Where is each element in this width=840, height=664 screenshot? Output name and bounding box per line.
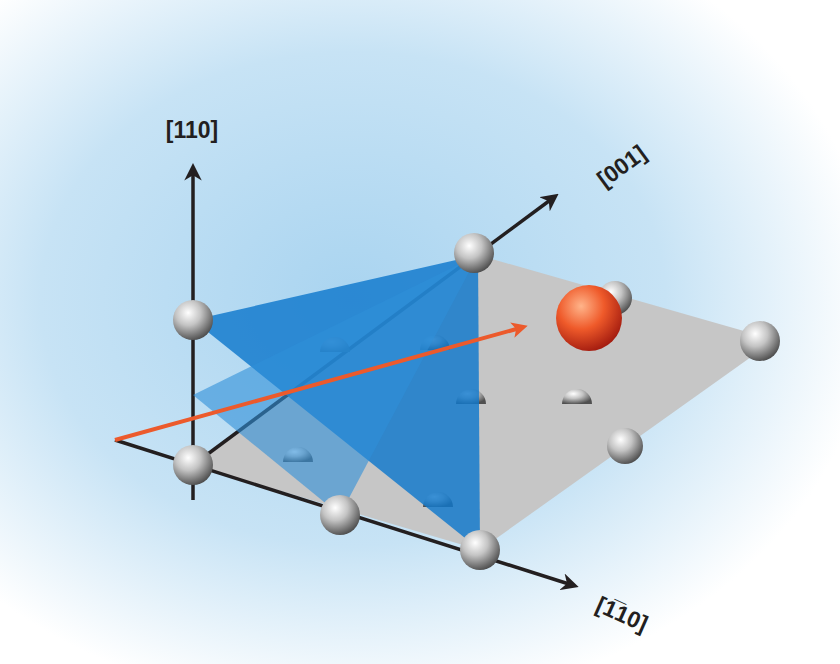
atoms (173, 233, 780, 570)
red-arrow (115, 328, 520, 440)
blue-plane (193, 255, 480, 550)
blue-plane (193, 255, 478, 515)
axis-label: [110] (166, 119, 218, 142)
gray-plane (193, 255, 775, 550)
red-atom (556, 285, 622, 351)
